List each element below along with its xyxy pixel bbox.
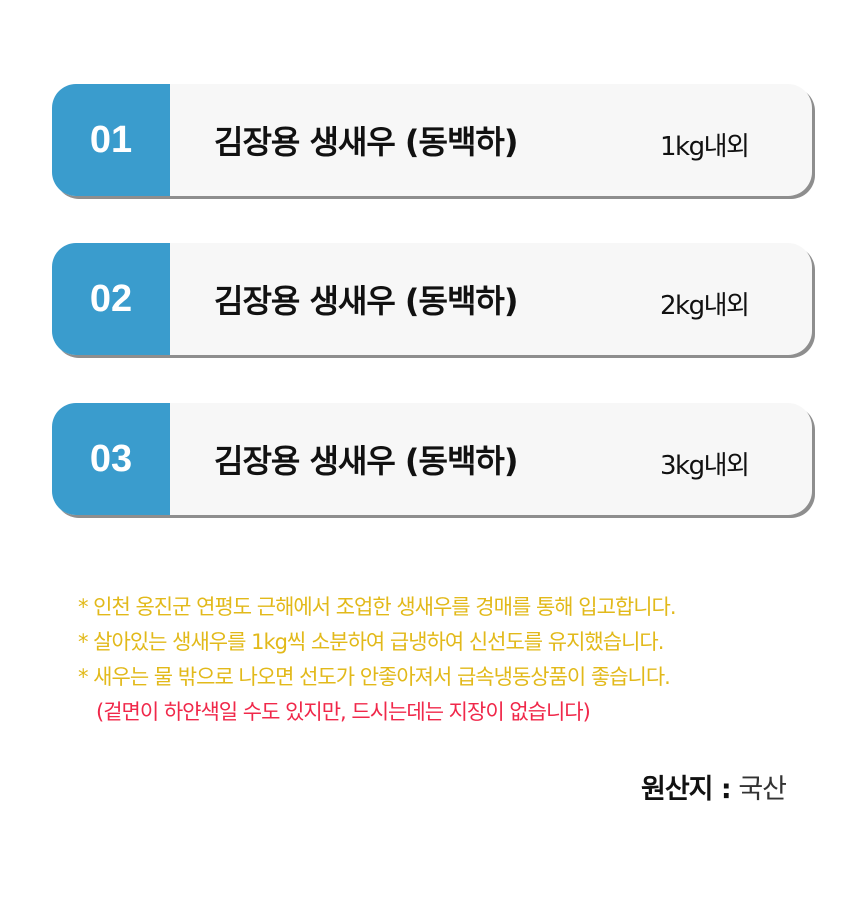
origin-value: 국산 <box>738 774 787 805</box>
product-name: 김장용 생새우 (동백하) <box>214 442 518 480</box>
product-card-1: 01 김장용 생새우 (동백하) 1kg내외 <box>52 84 812 196</box>
product-card-2: 02 김장용 생새우 (동백하) 2kg내외 <box>52 243 812 355</box>
product-name: 김장용 생새우 (동백하) <box>214 123 518 161</box>
note-item: * 인천 옹진군 연평도 근해에서 조업한 생새우를 경매를 통해 입고합니다. <box>78 595 677 619</box>
product-number: 02 <box>52 243 170 355</box>
note-item: * 살아있는 생새우를 1kg씩 소분하여 급냉하여 신선도를 유지했습니다. <box>78 630 664 654</box>
origin-info: 원산지 : 국산 <box>641 767 787 806</box>
notes-list: * 인천 옹진군 연평도 근해에서 조업한 생새우를 경매를 통해 입고합니다.… <box>78 590 677 730</box>
product-weight: 2kg내외 <box>660 290 750 321</box>
note-item: * 새우는 물 밖으로 나오면 선도가 안좋아져서 급속냉동상품이 좋습니다. <box>78 665 671 689</box>
product-weight: 1kg내외 <box>660 131 750 162</box>
product-number: 01 <box>52 84 170 196</box>
product-number: 03 <box>52 403 170 515</box>
product-card-3: 03 김장용 생새우 (동백하) 3kg내외 <box>52 403 812 515</box>
note-warning: (겉면이 하얀색일 수도 있지만, 드시는데는 지장이 없습니다) <box>96 700 591 724</box>
origin-label: 원산지 : <box>641 774 732 805</box>
product-name: 김장용 생새우 (동백하) <box>214 282 518 320</box>
product-weight: 3kg내외 <box>660 450 750 481</box>
